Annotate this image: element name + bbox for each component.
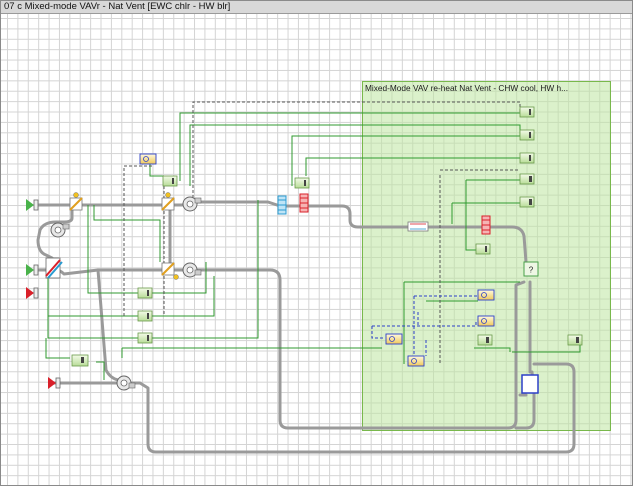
vav-box-icon[interactable] bbox=[407, 221, 429, 232]
control-links bbox=[45, 112, 581, 380]
zone-room-icon[interactable] bbox=[521, 374, 539, 394]
blue-dashed-links bbox=[371, 295, 478, 360]
group-title: Mixed-Mode VAV re-heat Nat Vent - CHW co… bbox=[365, 83, 569, 93]
dashed-links bbox=[123, 101, 521, 364]
controller-tags[interactable] bbox=[139, 153, 495, 367]
sensor-glyphs bbox=[81, 109, 579, 363]
supply-fan-left-icon[interactable] bbox=[50, 222, 70, 238]
mixing-damper-mid-icon[interactable] bbox=[161, 192, 175, 211]
mixing-damper-lower-icon[interactable] bbox=[161, 262, 179, 280]
sensor-tags[interactable] bbox=[71, 106, 583, 367]
controller-glyphs bbox=[143, 156, 487, 364]
exhaust-fan-icon[interactable] bbox=[116, 375, 136, 391]
exhaust-outlet-red-icon[interactable] bbox=[48, 377, 61, 389]
hvac-network-diagram[interactable]: ? bbox=[0, 13, 631, 484]
mixing-damper-upper-icon[interactable] bbox=[69, 192, 83, 211]
reheat-coil-icon[interactable] bbox=[481, 215, 491, 235]
supply-inlet-red-icon[interactable] bbox=[26, 287, 39, 299]
junction-question-mark: ? bbox=[529, 266, 534, 275]
supply-fan-top-icon[interactable] bbox=[182, 196, 202, 212]
title-bar: 07 c Mixed-mode VAVr - Nat Vent [EWC chl… bbox=[1, 1, 632, 14]
cooling-coil-icon[interactable] bbox=[277, 195, 287, 215]
outdoor-air-inlet-icon[interactable] bbox=[26, 199, 39, 211]
schematic-canvas[interactable]: Mixed-Mode VAV re-heat Nat Vent - CHW co… bbox=[1, 14, 632, 485]
junction-node[interactable] bbox=[523, 261, 539, 277]
window-title: 07 c Mixed-mode VAVr - Nat Vent [EWC chl… bbox=[4, 1, 231, 12]
return-air-inlet-icon[interactable] bbox=[26, 264, 39, 276]
air-ducts bbox=[34, 200, 576, 454]
heating-coil-icon[interactable] bbox=[299, 193, 309, 213]
mixed-mode-vav-group[interactable]: Mixed-Mode VAV re-heat Nat Vent - CHW co… bbox=[362, 81, 611, 431]
heat-recovery-icon[interactable] bbox=[45, 257, 63, 279]
return-fan-icon[interactable] bbox=[182, 262, 202, 278]
